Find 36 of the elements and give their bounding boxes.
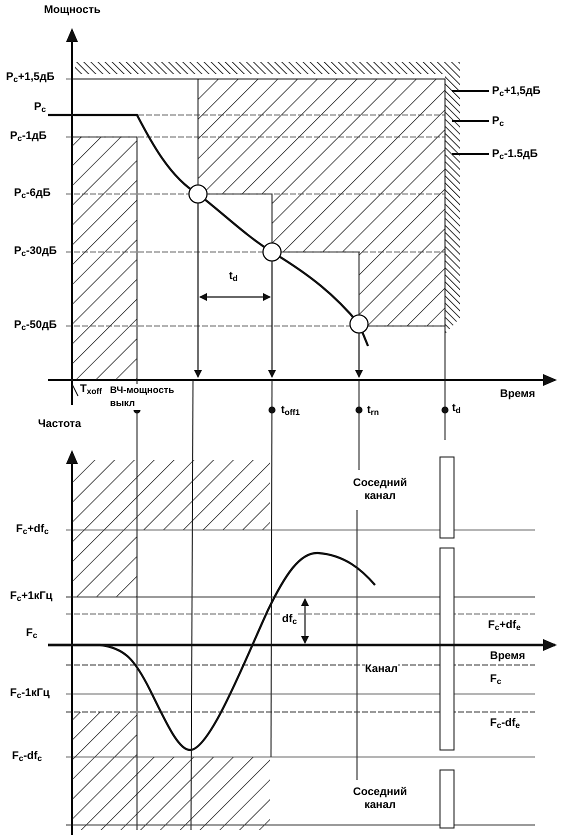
axis-label: t$_{off1}$ [281,404,300,417]
arrow [194,203,202,378]
axis-label: Время [500,388,536,401]
axis-label: T$_{xoff}$ [80,383,102,396]
axis-label: P$_{c}$-6дБ [14,187,51,200]
axis-label: P$_{c}$-50дБ [14,319,57,332]
axis-label: F$_{c}$ [490,673,502,686]
axis-label: t$_{d}$ [452,402,461,415]
axis-label: t$_{d}$ [229,270,238,283]
level-label: P$_{c}$ [492,114,504,128]
arrow [355,333,363,378]
axis-label: F$_{c}$+df$_{c}$ [16,523,49,536]
axis-label: t$_{rn}$ [367,404,379,417]
axis-label: F$_{c}$+1кГц [10,590,52,603]
leader-line [452,90,489,92]
axis-label: P$_{c}$-30дБ [14,245,57,258]
leader-line [452,153,489,155]
axis-label: ВЧ-мощность выкл [110,384,176,410]
level-label: P$_{c}$+1,5дБ [492,84,541,98]
arrow [268,261,276,378]
marker-circle [349,314,369,334]
axis-label: Мощность [44,4,101,17]
marker-circle [262,242,282,262]
axis-label: F$_{c}$-1кГц [10,687,50,700]
axis-label: Время [490,650,526,663]
axis-label: F$_{c}$-df$_{c}$ [12,750,42,763]
axis-label: P$_{c}$ [34,101,46,114]
level-label: P$_{c}$-1.5дБ [492,147,538,161]
axis-label: P$_{c}$+1,5дБ [6,71,55,84]
axis-label: P$_{c}$-1дБ [10,130,47,143]
axis-label: df$_{c}$ [282,613,297,626]
axis-label: F$_{c}$-df$_{e}$ [490,717,520,730]
axis-label: F$_{c}$+df$_{e}$ [488,619,521,632]
axis-label: F$_{c}$ [26,627,38,640]
leader-line [452,120,489,122]
marker-circle [188,184,208,204]
